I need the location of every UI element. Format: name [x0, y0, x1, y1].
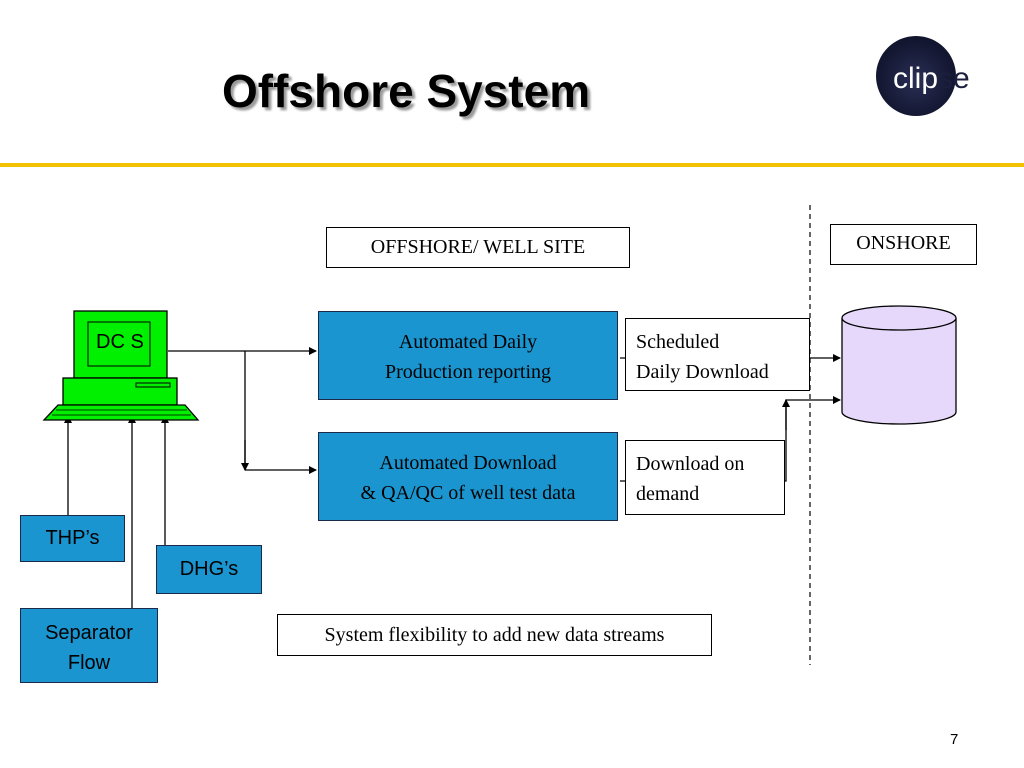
scheduled-download-box: Scheduled Daily Download — [625, 318, 810, 391]
welltest-line-1: Automated Download — [379, 452, 557, 474]
title-divider — [0, 163, 1024, 167]
dhg-input-box: DHG’s — [156, 545, 262, 594]
eclipse-logo — [876, 36, 956, 116]
ondemand-line-1: Download on — [636, 453, 745, 475]
eclipse-logo-text: clipse — [893, 62, 970, 96]
automated-daily-reporting-box: Automated Daily Production reporting — [318, 311, 618, 400]
dcs-computer-icon — [42, 310, 200, 421]
logo-text-main: clip — [893, 62, 939, 95]
download-on-demand-box: Download on demand — [625, 440, 785, 515]
separator-line-2: Flow — [67, 652, 111, 674]
flexibility-note: System flexibility to add new data strea… — [277, 614, 712, 656]
dcs-label: DC S — [96, 331, 144, 353]
automated-welltest-box: Automated Download & QA/QC of well test … — [318, 432, 618, 521]
separator-line-1: Separator — [45, 622, 133, 644]
separator-flow-input-box: Separator Flow — [20, 608, 158, 683]
daily-reporting-line-2: Production reporting — [384, 361, 552, 383]
scheduled-line-1: Scheduled — [636, 331, 720, 353]
onshore-label: ONSHORE — [830, 224, 977, 265]
thp-input-box: THP’s — [20, 515, 125, 562]
scheduled-line-2: Daily Download — [636, 361, 769, 383]
ondemand-line-2: demand — [636, 483, 700, 505]
logo-text-tail: se — [938, 62, 970, 95]
onshore-database-icon — [841, 305, 957, 425]
welltest-line-2: & QA/QC of well test data — [360, 482, 576, 504]
offshore-label: OFFSHORE/ WELL SITE — [326, 227, 630, 268]
page-number: 7 — [950, 731, 959, 748]
daily-reporting-line-1: Automated Daily — [398, 331, 538, 353]
slide-title: Offshore System — [222, 65, 591, 117]
